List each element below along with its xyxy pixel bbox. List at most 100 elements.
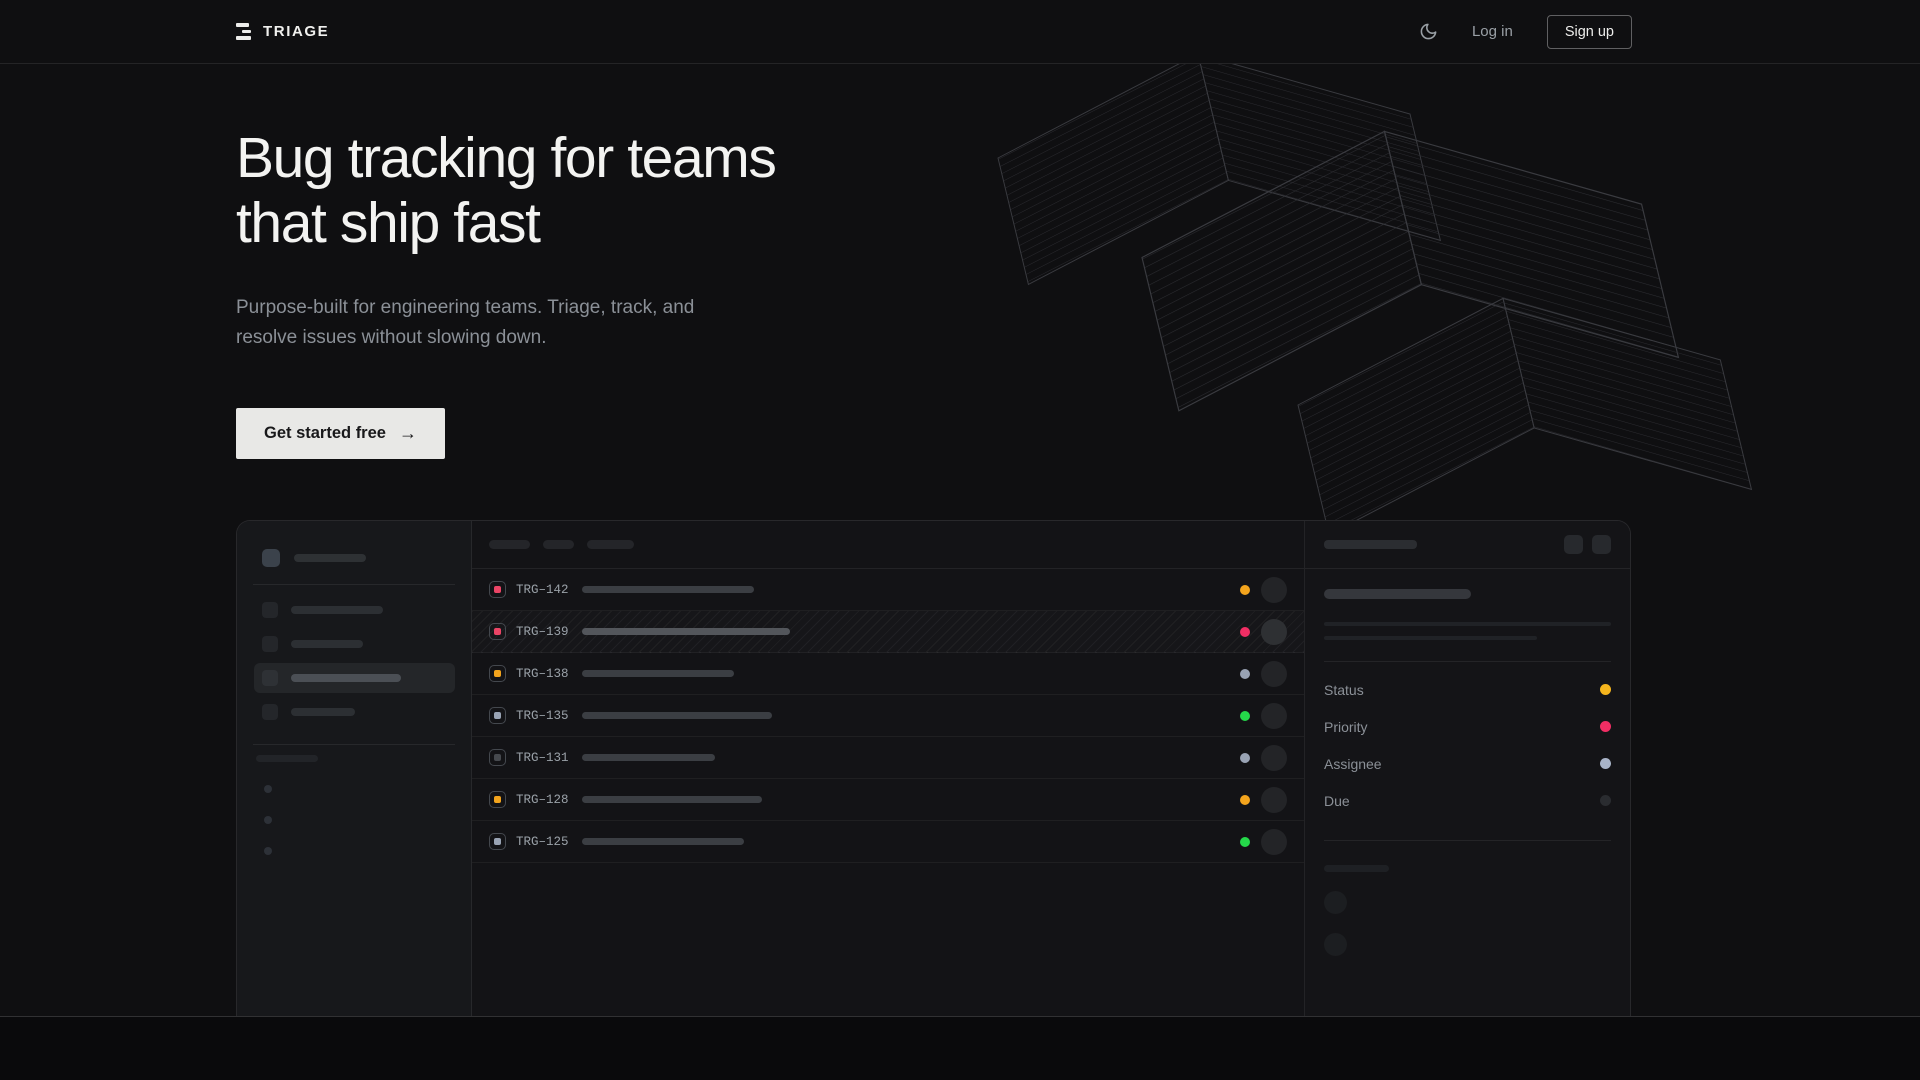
wireframe-slabs-decoration — [997, 53, 1752, 536]
issue-priority-icon — [489, 665, 506, 682]
sidebar-item-icon — [262, 602, 278, 618]
tab-skeleton — [489, 540, 530, 549]
get-started-button[interactable]: Get started free → — [236, 408, 445, 459]
comment-avatar — [1324, 933, 1347, 956]
issue-id: TRG–125 — [516, 834, 569, 849]
hero-section: Bug tracking for teams that ship fast Pu… — [236, 126, 777, 459]
status-dot — [1240, 710, 1250, 721]
status-dot — [1240, 584, 1250, 595]
description-skeleton — [1324, 622, 1611, 626]
assignee-avatar — [1261, 660, 1287, 687]
workspace-row — [262, 549, 455, 567]
login-link[interactable]: Log in — [1471, 23, 1513, 40]
field-value-dot — [1600, 758, 1611, 769]
issue-id: TRG–138 — [516, 666, 569, 681]
issue-title-skeleton — [582, 628, 790, 635]
field-label: Status — [1324, 681, 1364, 698]
arrow-right-icon: → — [398, 423, 417, 443]
divider — [1324, 840, 1611, 841]
issue-title-skeleton — [582, 712, 772, 719]
assignee-avatar — [1261, 576, 1287, 603]
field-value-dot — [1600, 721, 1611, 732]
issue-title-skeleton — [582, 838, 744, 845]
sidebar-item-skeleton — [254, 595, 455, 625]
issue-row: TRG–139 — [472, 611, 1304, 653]
workspace-avatar — [262, 549, 280, 567]
label-dot — [264, 785, 272, 793]
field-value-dot — [1600, 795, 1611, 806]
issue-title-skeleton — [582, 670, 734, 677]
field-label: Due — [1324, 792, 1350, 809]
workspace-name-skeleton — [294, 554, 366, 562]
assignee-avatar — [1261, 828, 1287, 855]
status-dot — [1240, 794, 1250, 805]
tab-skeleton — [587, 540, 634, 549]
issue-id: TRG–139 — [516, 624, 569, 639]
sidebar-item-skeleton — [254, 629, 455, 659]
assignee-avatar — [1261, 786, 1287, 813]
issue-title-skeleton — [582, 586, 754, 593]
issue-row: TRG–128 — [472, 779, 1304, 821]
hero-subtitle: Purpose-built for engineering teams. Tri… — [236, 297, 695, 348]
issue-priority-icon — [489, 791, 506, 808]
hero-title: Bug tracking for teams that ship fast — [236, 126, 777, 255]
issue-id: TRG–128 — [516, 792, 569, 807]
detail-action-icon — [1564, 535, 1583, 554]
field-row: Assignee — [1324, 745, 1611, 782]
issue-list-header — [472, 521, 1304, 569]
signup-button[interactable]: Sign up — [1546, 14, 1632, 49]
status-dot — [1240, 668, 1250, 679]
issue-row: TRG–138 — [472, 653, 1304, 695]
assignee-avatar — [1261, 702, 1287, 729]
issue-id: TRG–142 — [516, 582, 569, 597]
detail-title-skeleton — [1324, 540, 1417, 549]
status-dot — [1240, 752, 1250, 763]
issue-row: TRG–125 — [472, 821, 1304, 863]
description-skeleton — [1324, 636, 1537, 640]
issue-row: TRG–135 — [472, 695, 1304, 737]
status-dot — [1240, 836, 1250, 847]
sidebar-item-skeleton-selected — [254, 663, 455, 693]
label-dot — [264, 847, 272, 855]
brand[interactable]: TRIAGE — [236, 23, 329, 40]
divider — [253, 744, 455, 745]
issue-title-skeleton — [582, 754, 715, 761]
issue-id: TRG–135 — [516, 708, 569, 723]
sidebar-item-icon — [262, 670, 278, 686]
detail-header — [1305, 521, 1630, 569]
issue-priority-icon — [489, 623, 506, 640]
sidebar-item-icon — [262, 636, 278, 652]
field-value-dot — [1600, 684, 1611, 695]
tab-skeleton — [543, 540, 574, 549]
issue-priority-icon — [489, 833, 506, 850]
comment-avatar — [1324, 891, 1347, 914]
nav-actions: Log in Sign up — [1419, 14, 1632, 49]
label-dot — [264, 816, 272, 824]
issue-row: TRG–131 — [472, 737, 1304, 779]
issue-row: TRG–142 — [472, 569, 1304, 611]
issue-priority-icon — [489, 581, 506, 598]
activity-section-skeleton — [1324, 865, 1389, 872]
preview-sidebar — [237, 521, 472, 1079]
field-row: Priority — [1324, 708, 1611, 745]
sidebar-item-icon — [262, 704, 278, 720]
issue-id: TRG–131 — [516, 750, 569, 765]
triage-bars-icon — [236, 23, 252, 40]
field-row: Due — [1324, 782, 1611, 819]
status-dot — [1240, 626, 1250, 637]
field-label: Priority — [1324, 718, 1368, 735]
assignee-avatar — [1261, 744, 1287, 771]
issue-title-skeleton — [582, 796, 762, 803]
theme-toggle-button[interactable] — [1419, 22, 1438, 41]
sidebar-section-label-skeleton — [256, 755, 318, 762]
next-section-band — [0, 1016, 1920, 1080]
field-label: Assignee — [1324, 755, 1382, 772]
divider — [253, 584, 455, 585]
